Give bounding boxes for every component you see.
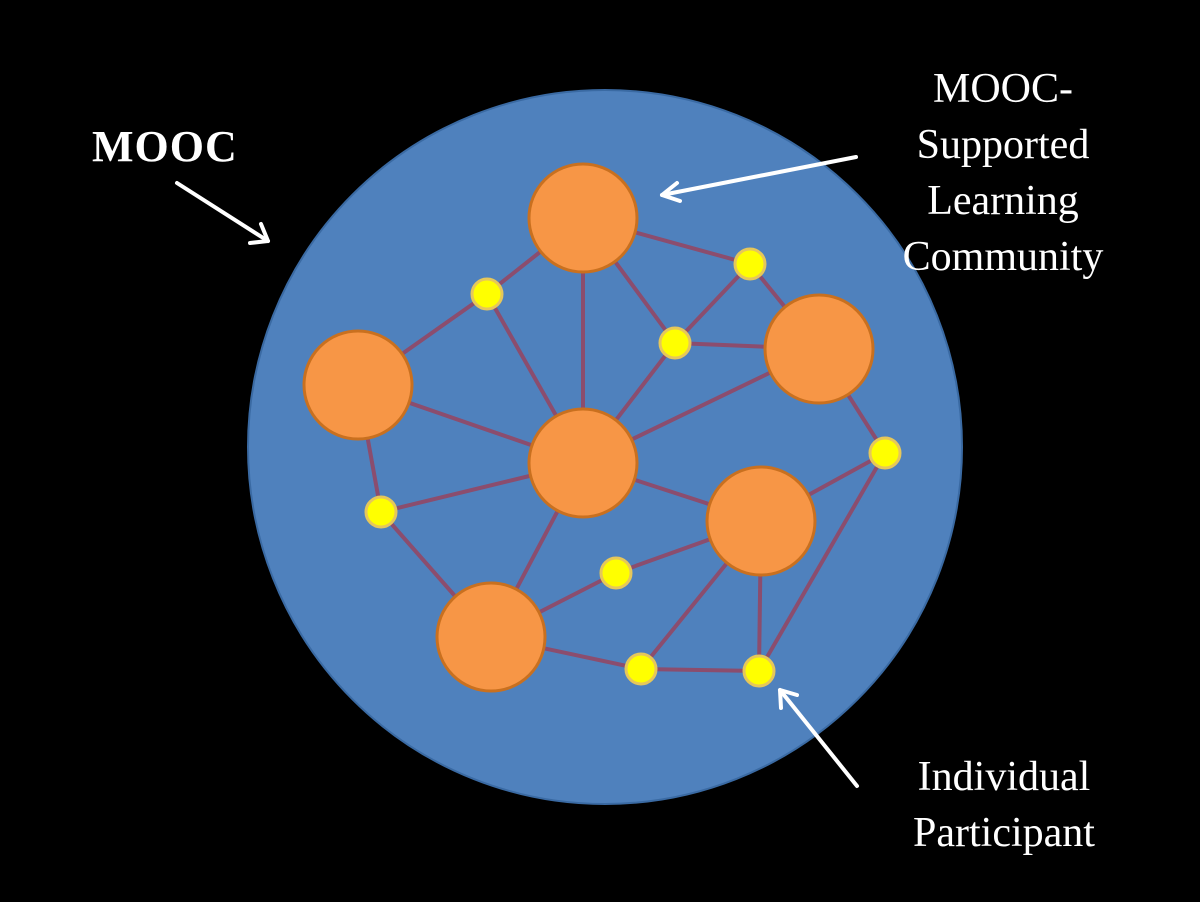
arrow-participant <box>778 688 859 788</box>
mooc-label: MOOC <box>92 122 238 171</box>
participant-node <box>599 556 633 590</box>
participant-node <box>364 495 398 529</box>
community-label: MOOC- Supported Learning Community <box>903 66 1104 280</box>
community-node <box>527 407 639 519</box>
edge <box>673 262 752 345</box>
community-node <box>302 329 414 441</box>
svg-text:Learning: Learning <box>927 178 1079 224</box>
participant-node <box>658 326 692 360</box>
edge <box>639 667 761 673</box>
participant-nodes <box>364 247 902 688</box>
participant-label: Individual Participant <box>913 754 1095 856</box>
community-node <box>527 162 639 274</box>
edge <box>757 451 887 673</box>
community-nodes <box>302 162 875 693</box>
arrow-community <box>660 155 858 203</box>
svg-text:Individual: Individual <box>918 754 1091 800</box>
participant-node <box>868 436 902 470</box>
community-node <box>763 293 875 405</box>
participant-node <box>742 654 776 688</box>
participant-node <box>624 652 658 686</box>
svg-text:MOOC-: MOOC- <box>933 66 1073 112</box>
participant-node <box>733 247 767 281</box>
svg-text:Supported: Supported <box>917 122 1090 168</box>
arrows <box>175 155 859 788</box>
svg-text:Community: Community <box>903 234 1104 280</box>
arrow-mooc <box>175 181 270 245</box>
svg-text:Participant: Participant <box>913 810 1095 856</box>
participant-node <box>470 277 504 311</box>
community-node <box>705 465 817 577</box>
community-node <box>435 581 547 693</box>
